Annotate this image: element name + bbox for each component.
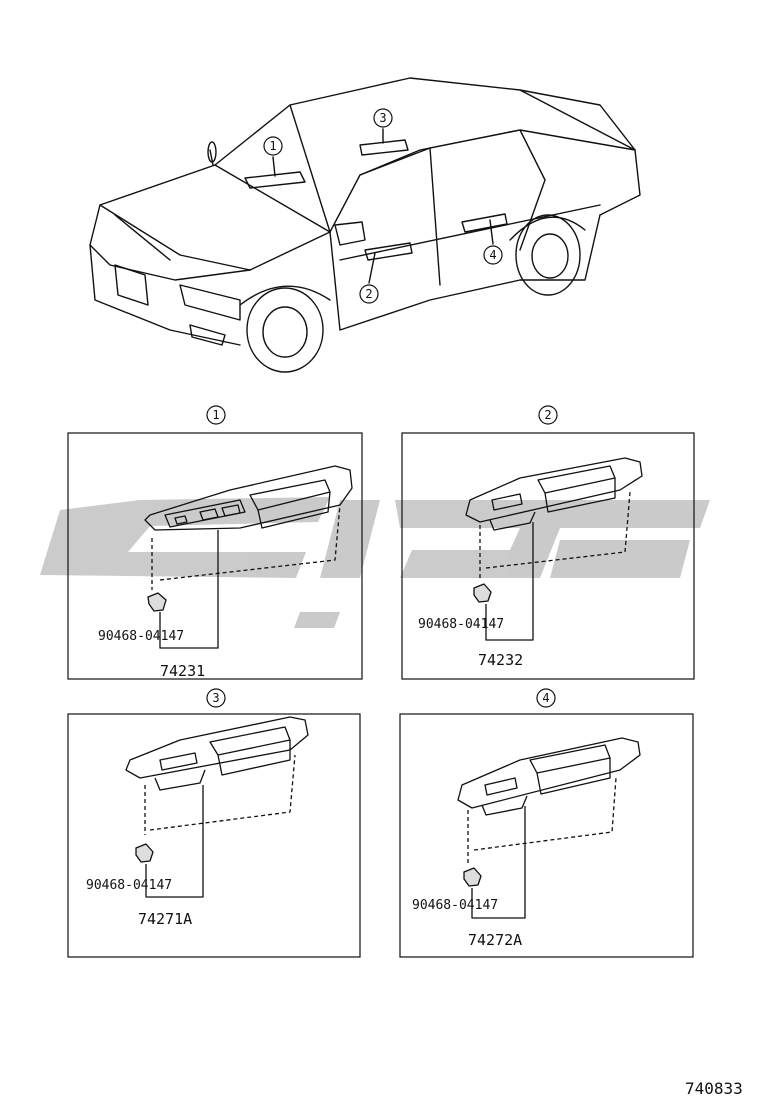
panel-3-switch-bezel bbox=[125, 716, 309, 779]
panel-2-assembly-part: 74232 bbox=[478, 651, 523, 669]
panel-1-clip bbox=[147, 592, 167, 612]
panel-3: 3 90468-04147 74271A bbox=[67, 688, 361, 958]
panel-3-clip-part: 90468-04147 bbox=[86, 878, 172, 893]
car-overview-illustration bbox=[89, 77, 641, 373]
callout-2 bbox=[359, 284, 379, 304]
callout-1 bbox=[263, 136, 283, 156]
diagram-code: 740833 bbox=[685, 1079, 743, 1098]
panel-4-index: 4 bbox=[542, 691, 549, 705]
panel-4: 4 90468-04147 74272A bbox=[399, 688, 694, 958]
panel-4-clip-part: 90468-04147 bbox=[412, 898, 498, 913]
callout-4 bbox=[483, 245, 503, 265]
panel-4-clip bbox=[463, 867, 482, 887]
panel-3-clip bbox=[135, 843, 154, 863]
panel-2-clip-part: 90468-04147 bbox=[418, 617, 504, 632]
panel-3-assembly-part: 74271A bbox=[138, 910, 192, 928]
panel-1: 1 90468-04147 74231 bbox=[67, 405, 363, 680]
callout-3 bbox=[373, 108, 393, 128]
panel-1-switch-bezel bbox=[144, 465, 353, 531]
panel-2-clip bbox=[473, 583, 492, 603]
panel-4-switch-bezel bbox=[457, 737, 641, 809]
panel-1-index: 1 bbox=[212, 408, 219, 422]
overview-callouts bbox=[263, 108, 503, 304]
watermark-logo bbox=[40, 497, 710, 628]
callout-3-label: 3 bbox=[379, 111, 386, 125]
callout-2-label: 2 bbox=[365, 287, 372, 301]
panel-1-assembly-part: 74231 bbox=[160, 662, 205, 680]
panel-2: 2 90468-04147 74232 bbox=[401, 405, 695, 680]
panel-4-assembly-part: 74272A bbox=[468, 931, 522, 949]
callout-4-label: 4 bbox=[489, 248, 496, 262]
panel-3-index: 3 bbox=[212, 691, 219, 705]
callout-1-label: 1 bbox=[269, 139, 276, 153]
panel-2-switch-bezel bbox=[465, 457, 643, 523]
panel-1-clip-part: 90468-04147 bbox=[98, 629, 184, 644]
panel-2-index: 2 bbox=[544, 408, 551, 422]
